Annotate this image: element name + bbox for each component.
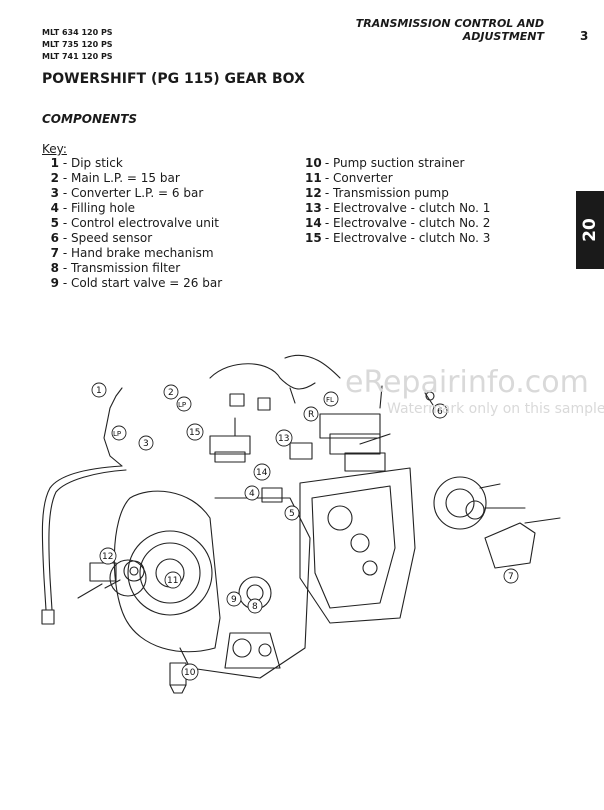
key-item: 9 - Cold start valve = 26 bar bbox=[50, 276, 223, 290]
svg-text:1: 1 bbox=[96, 386, 102, 396]
key-item: 10 - Pump suction strainer bbox=[305, 156, 465, 170]
svg-text:5: 5 bbox=[289, 509, 295, 519]
dipstick-tube bbox=[103, 387, 123, 467]
key-item: 2 - Main L.P. = 15 bar bbox=[50, 171, 180, 185]
key-item: 15 - Electrovalve - clutch No. 3 bbox=[305, 231, 491, 245]
rear-housing bbox=[299, 467, 416, 624]
gearbox-exploded-diagram: 1 2 3 4 5 6 7 8 9 10 11 12 13 14 15 LP L… bbox=[41, 354, 561, 694]
section-title-line: ADJUSTMENT bbox=[462, 30, 544, 43]
svg-text:2: 2 bbox=[168, 388, 174, 398]
model-name: MLT 741 120 PS bbox=[42, 52, 113, 61]
svg-text:14: 14 bbox=[256, 468, 268, 478]
key-label: Key: bbox=[42, 142, 67, 156]
key-item: 11 - Converter bbox=[305, 171, 393, 185]
page-number: 3 bbox=[580, 29, 589, 43]
hand-brake bbox=[484, 522, 536, 569]
key-item: 4 - Filling hole bbox=[50, 201, 136, 215]
model-name: MLT 634 120 PS bbox=[42, 28, 113, 37]
svg-text:15: 15 bbox=[189, 428, 200, 438]
svg-text:10: 10 bbox=[184, 668, 196, 678]
svg-text:12: 12 bbox=[102, 552, 113, 562]
svg-text:4: 4 bbox=[249, 489, 255, 499]
key-item: 8 - Transmission filter bbox=[50, 261, 181, 275]
key-item: 6 - Speed sensor bbox=[50, 231, 153, 245]
key-list-right: 10 - Pump suction strainer 11 - Converte… bbox=[305, 156, 490, 246]
svg-text:6: 6 bbox=[437, 407, 443, 417]
svg-text:8: 8 bbox=[252, 602, 258, 612]
key-list-left: 1 - Dip stick 2 - Main L.P. = 15 bar 3 -… bbox=[42, 156, 223, 291]
svg-text:13: 13 bbox=[278, 434, 289, 444]
page-heading: POWERSHIFT (PG 115) GEAR BOX bbox=[42, 71, 305, 87]
key-item: 5 - Control electrovalve unit bbox=[50, 216, 219, 230]
key-item: 13 - Electrovalve - clutch No. 1 bbox=[305, 201, 491, 215]
svg-text:R: R bbox=[308, 410, 314, 420]
model-list: MLT 634 120 PS MLT 735 120 PS MLT 741 12… bbox=[42, 27, 113, 63]
svg-text:11: 11 bbox=[167, 576, 178, 586]
chapter-number: 20 bbox=[579, 218, 600, 242]
model-name: MLT 735 120 PS bbox=[42, 40, 113, 49]
section-subheading: COMPONENTS bbox=[42, 112, 138, 126]
section-title-line: TRANSMISSION CONTROL AND bbox=[355, 17, 544, 30]
section-title: TRANSMISSION CONTROL AND ADJUSTMENT bbox=[356, 17, 544, 43]
key-item: 14 - Electrovalve - clutch No. 2 bbox=[305, 216, 491, 230]
svg-text:3: 3 bbox=[143, 439, 149, 449]
chapter-tab: 20 bbox=[576, 191, 604, 269]
svg-text:FL: FL bbox=[326, 396, 334, 404]
key-item: 7 - Hand brake mechanism bbox=[50, 246, 214, 260]
svg-text:LP: LP bbox=[113, 430, 121, 438]
svg-text:9: 9 bbox=[231, 595, 237, 605]
key-item: 3 - Converter L.P. = 6 bar bbox=[50, 186, 204, 200]
svg-text:7: 7 bbox=[508, 572, 514, 582]
svg-text:LP: LP bbox=[178, 401, 186, 409]
key-item: 1 - Dip stick bbox=[50, 156, 123, 170]
key-item: 12 - Transmission pump bbox=[305, 186, 449, 200]
